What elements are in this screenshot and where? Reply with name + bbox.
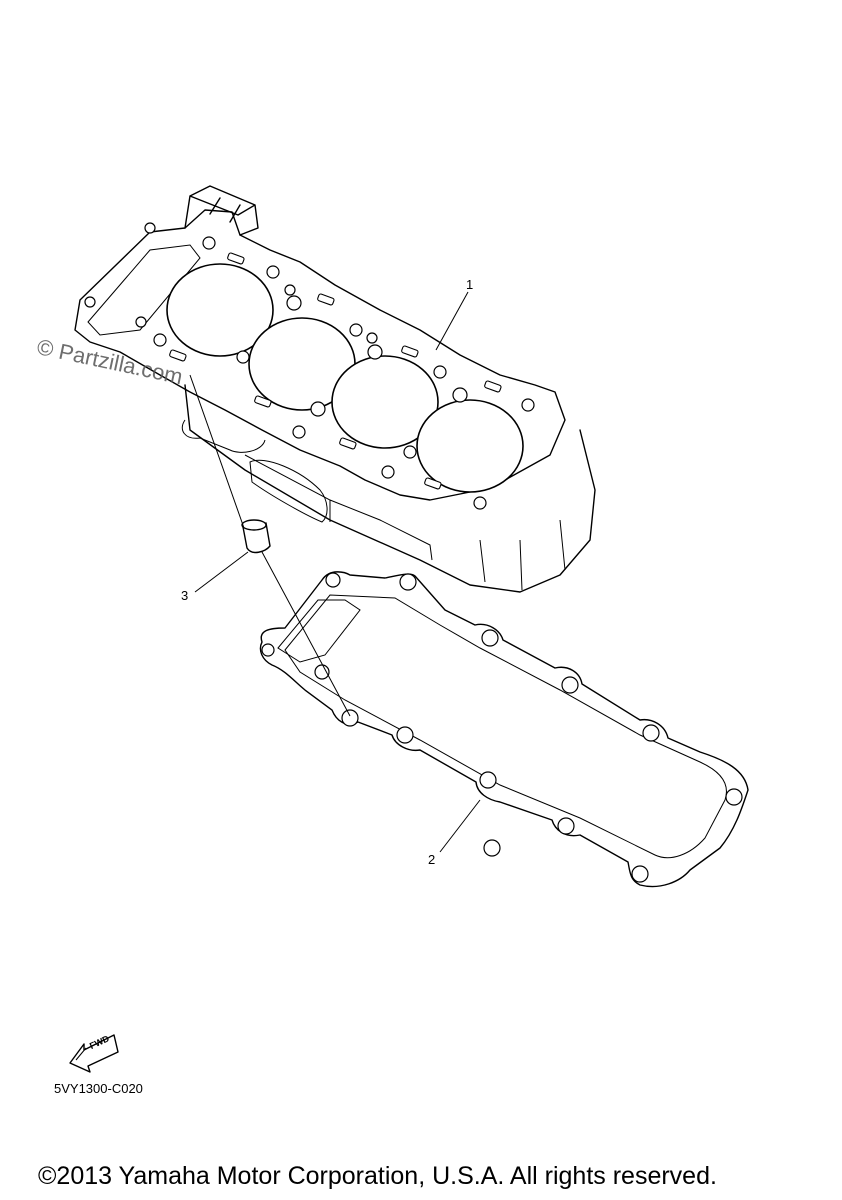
leader-line-part-3 xyxy=(194,551,249,593)
cylinder-block-skirt-detail xyxy=(244,454,566,591)
leader-line-part-2 xyxy=(439,799,481,853)
cylinder-bore-4 xyxy=(416,399,524,493)
cylinder-water-passages xyxy=(169,252,502,490)
cylinder-bolt-holes xyxy=(84,222,535,510)
gasket-outer-edge xyxy=(259,571,749,888)
leader-line-part-1 xyxy=(435,291,469,351)
cylinder-bore-3 xyxy=(331,355,439,449)
cylinder-block-front-boss xyxy=(181,419,266,453)
callout-part-3: 3 xyxy=(181,588,189,603)
dowel-pin-part-3 xyxy=(241,519,271,554)
alignment-line-dowel-top xyxy=(189,374,245,529)
forward-arrow-icon xyxy=(69,1034,119,1073)
cylinder-block-part-1 xyxy=(74,185,596,593)
alignment-line-dowel-bottom xyxy=(261,551,351,717)
callout-part-1: 1 xyxy=(466,277,474,292)
cylinder-block-side-boss xyxy=(249,459,328,523)
leader-lines xyxy=(189,291,481,853)
copyright-notice: ©2013 Yamaha Motor Corporation, U.S.A. A… xyxy=(38,1162,717,1190)
diagram-code: 5VY1300-C020 xyxy=(54,1081,143,1096)
gasket-inner-edge xyxy=(284,594,727,859)
gasket-chain-opening xyxy=(277,599,361,663)
cylinder-gasket-part-2 xyxy=(259,571,749,888)
cam-chain-tensioner-housing xyxy=(184,185,259,236)
gasket-bolt-holes xyxy=(261,572,743,883)
cylinder-block-skirt xyxy=(184,384,596,593)
callout-part-2: 2 xyxy=(428,852,436,867)
cylinder-bore-1 xyxy=(166,263,274,357)
cam-chain-tunnel xyxy=(87,244,201,336)
